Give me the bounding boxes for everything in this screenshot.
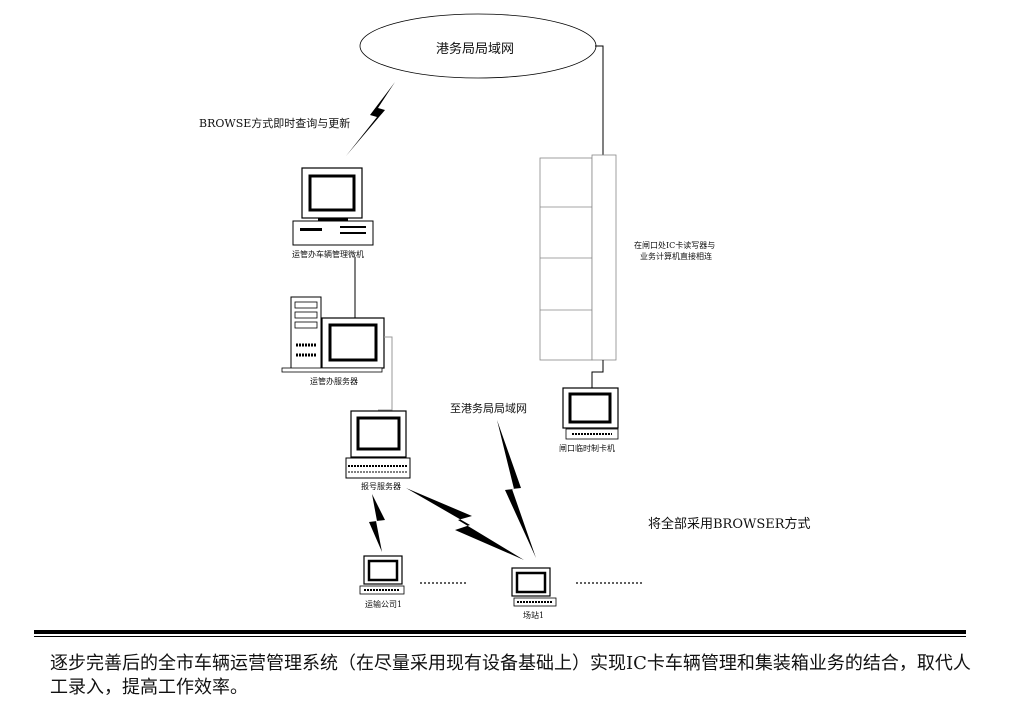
- transport-pc-icon: [359, 555, 405, 595]
- station-label: 场站1: [523, 611, 545, 620]
- office-pc-icon: [292, 167, 374, 246]
- caption-text: 逐步完善后的全市车辆运营管理系统（在尽量采用现有设备基础上）实现IC卡车辆管理和…: [50, 653, 971, 698]
- cloud-to-rack-line: [595, 45, 604, 158]
- office-pc-label: 运管办车辆管理微机: [292, 250, 364, 259]
- rack-to-gate-pc-line: [591, 360, 604, 388]
- gate-note-line2: 业务计算机直接相连: [640, 252, 712, 261]
- report-server-label: 报号服务器: [361, 482, 401, 491]
- cloud-label: 港务局局域网: [436, 42, 515, 57]
- office-server-icon: [281, 296, 385, 373]
- browse-note: BROWSE方式即时查询与更新: [199, 117, 351, 130]
- divider-thin: [34, 636, 966, 637]
- server-to-report-line: [378, 336, 393, 411]
- divider-thick: [34, 630, 966, 634]
- lightning-icon-transport: [369, 494, 385, 552]
- gate-note-line1: 在闸口处IC卡读写器与: [634, 241, 716, 250]
- office-server-label: 运管办服务器: [310, 377, 358, 386]
- gate-pc-icon: [562, 387, 619, 440]
- to-lan-label: 至港务局局域网: [450, 402, 527, 415]
- lightning-icon-report-station: [406, 488, 524, 560]
- report-server-icon: [345, 410, 411, 479]
- transport-company-label: 运输公司1: [365, 600, 403, 609]
- lightning-icon-to-lan: [497, 420, 536, 558]
- lightning-icon-browse: [346, 82, 395, 156]
- station-pc-icon: [511, 567, 557, 607]
- gate-rack: [539, 154, 617, 361]
- gate-pc-label: 闸口临时制卡机: [559, 444, 615, 453]
- browser-note: 将全部采用BROWSER方式: [648, 517, 811, 532]
